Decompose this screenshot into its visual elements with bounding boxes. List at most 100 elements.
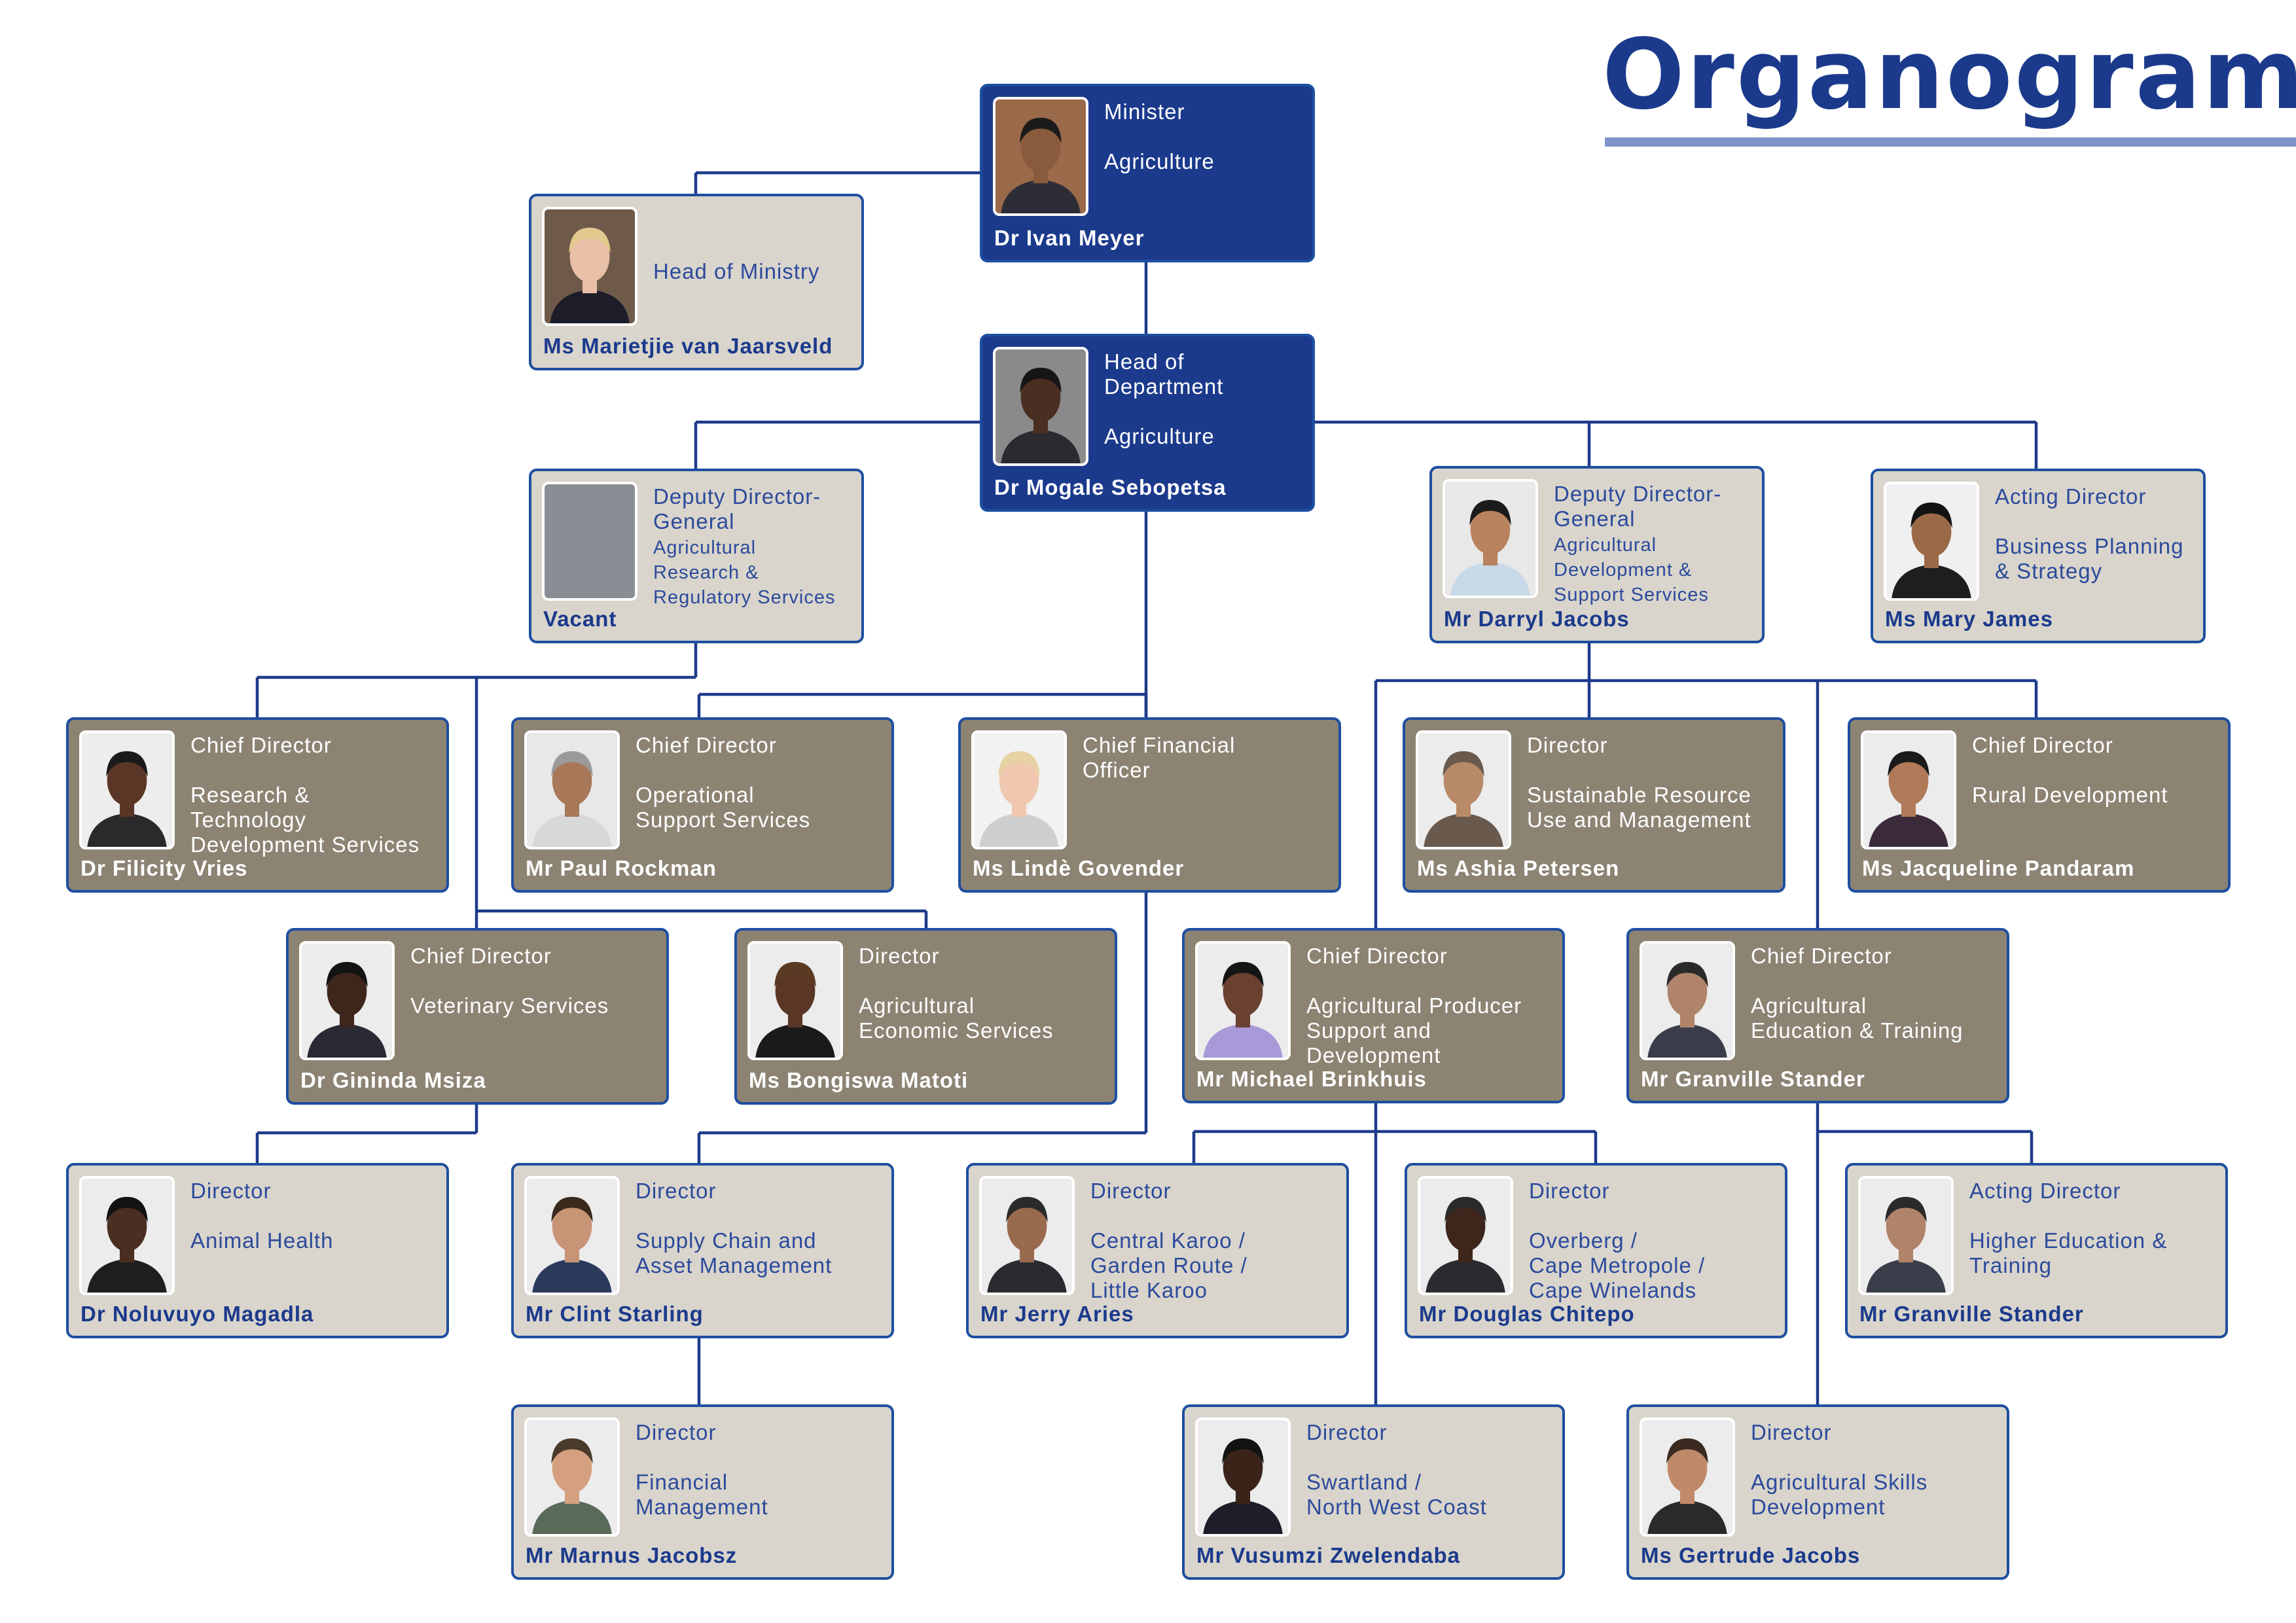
org-card-dir-central-karoo: Director Central Karoo / Garden Route / … xyxy=(966,1163,1349,1338)
role-main: Chief Director Agricultural Education & … xyxy=(1751,944,1964,1043)
org-card-cd-research-tech: Chief Director Research & Technology Dev… xyxy=(66,717,449,893)
person-name: Dr Filicity Vries xyxy=(81,856,248,880)
role-main: Head of Ministry xyxy=(653,259,820,283)
org-card-dir-skills: Director Agricultural Skills Development… xyxy=(1626,1404,2009,1580)
role-subtitle: Agricultural Development & Support Servi… xyxy=(1554,535,1709,605)
title-underline xyxy=(1605,137,2296,147)
org-card-dir-sustainable: Director Sustainable Resource Use and Ma… xyxy=(1403,717,1785,893)
person-photo xyxy=(542,207,637,326)
role-main: Director Agricultural Skills Development xyxy=(1751,1420,1928,1519)
org-card-cd-veterinary: Chief Director Veterinary Services Dr Gin… xyxy=(286,928,669,1105)
role-title: Director Overberg / Cape Metropole / Cap… xyxy=(1529,1179,1774,1303)
role-main: Deputy Director- General xyxy=(653,484,821,533)
org-card-cd-operational: Chief Director Operational Support Servi… xyxy=(511,717,894,893)
person-name: Ms Lindè Govender xyxy=(973,856,1185,880)
person-name: Mr Vusumzi Zwelendaba xyxy=(1196,1543,1461,1567)
person-photo xyxy=(993,347,1088,466)
role-title: Chief Director Operational Support Servi… xyxy=(636,733,881,832)
org-card-cd-rural: Chief Director Rural Development Ms Jacqu… xyxy=(1848,717,2231,893)
role-main: Acting Director Higher Education & Train… xyxy=(1969,1179,2168,1277)
person-name: Ms Gertrude Jacobs xyxy=(1641,1543,1861,1567)
person-name: Mr Granville Stander xyxy=(1641,1067,1865,1091)
person-photo xyxy=(79,730,175,849)
role-title: Chief Financial Officer xyxy=(1083,733,1328,783)
person-name: Ms Bongiswa Matoti xyxy=(749,1068,969,1092)
role-main: Director Central Karoo / Garden Route / … xyxy=(1090,1179,1247,1302)
role-title: Minister Agriculture xyxy=(1104,99,1302,174)
person-name: Mr Jerry Aries xyxy=(980,1302,1134,1326)
person-photo xyxy=(299,941,395,1060)
page-title: Organogram xyxy=(1602,18,2296,131)
role-main: Chief Director Research & Technology Dev… xyxy=(190,733,420,857)
role-main: Minister Agriculture xyxy=(1104,99,1215,173)
person-photo xyxy=(1195,1418,1291,1537)
person-photo xyxy=(1640,1418,1735,1537)
person-photo xyxy=(1640,941,1735,1060)
person-name: Mr Marnus Jacobsz xyxy=(526,1543,738,1567)
person-photo xyxy=(971,730,1067,849)
role-title: Chief Director Rural Development xyxy=(1972,733,2217,808)
role-subtitle: Agricultural Research & Regulatory Servi… xyxy=(653,537,836,608)
person-photo xyxy=(1861,730,1956,849)
role-title: Director Sustainable Resource Use and Ma… xyxy=(1527,733,1772,832)
role-main: Director Sustainable Resource Use and Ma… xyxy=(1527,733,1751,832)
role-title: Director Animal Health xyxy=(190,1179,436,1253)
person-name: Mr Michael Brinkhuis xyxy=(1196,1067,1427,1091)
person-name: Mr Darryl Jacobs xyxy=(1444,607,1630,631)
role-main: Chief Director Agricultural Producer Sup… xyxy=(1306,944,1522,1067)
person-name: Dr Gininda Msiza xyxy=(300,1068,486,1092)
role-main: Chief Director Operational Support Servi… xyxy=(636,733,811,832)
person-photo xyxy=(79,1176,175,1295)
role-main: Director Overberg / Cape Metropole / Cap… xyxy=(1529,1179,1706,1302)
role-main: Deputy Director- General xyxy=(1554,482,1722,531)
org-card-dir-overberg: Director Overberg / Cape Metropole / Cap… xyxy=(1405,1163,1787,1338)
org-card-dir-swartland: Director Swartland / North West Coast Mr … xyxy=(1182,1404,1565,1580)
org-card-cfo: Chief Financial Officer Ms Lindè Govender xyxy=(958,717,1341,893)
person-name: Ms Mary James xyxy=(1885,607,2053,631)
org-card-acting-director-bps: Acting Director Business Planning & Stra… xyxy=(1871,469,2206,643)
person-photo xyxy=(747,941,843,1060)
org-card-cd-education: Chief Director Agricultural Education & … xyxy=(1626,928,2009,1103)
person-photo xyxy=(1416,730,1511,849)
person-photo xyxy=(979,1176,1075,1295)
person-photo xyxy=(1418,1176,1513,1295)
role-title: Head of Department Agriculture xyxy=(1104,349,1302,449)
org-card-head-of-ministry: Head of Ministry Ms Marietjie van Jaarsve… xyxy=(529,194,864,370)
role-main: Director Supply Chain and Asset Manageme… xyxy=(636,1179,833,1277)
person-photo xyxy=(524,1418,620,1537)
person-photo xyxy=(524,730,620,849)
person-name: Mr Paul Rockman xyxy=(526,856,717,880)
role-title: Acting Director Business Planning & Stra… xyxy=(1995,484,2193,584)
person-name: Vacant xyxy=(543,607,617,631)
role-main: Head of Department Agriculture xyxy=(1104,349,1224,448)
role-main: Director Financial Management xyxy=(636,1420,768,1519)
person-name: Ms Jacqueline Pandaram xyxy=(1862,856,2135,880)
vacant-photo-placeholder xyxy=(542,482,637,601)
org-card-dir-financial: Director Financial Management Mr Marnus J… xyxy=(511,1404,894,1580)
role-title: Chief Director Research & Technology Dev… xyxy=(190,733,436,857)
person-name: Mr Clint Starling xyxy=(526,1302,704,1326)
role-title: Chief Director Veterinary Services xyxy=(410,944,656,1018)
person-photo xyxy=(993,97,1088,216)
role-main: Chief Financial Officer xyxy=(1083,733,1236,782)
org-card-dir-supply-chain: Director Supply Chain and Asset Manageme… xyxy=(511,1163,894,1338)
role-main: Director Swartland / North West Coast xyxy=(1306,1420,1487,1519)
person-photo xyxy=(1195,941,1291,1060)
role-title: Chief Director Agricultural Producer Sup… xyxy=(1306,944,1552,1068)
person-name: Ms Ashia Petersen xyxy=(1417,856,1620,880)
person-name: Ms Marietjie van Jaarsveld xyxy=(543,334,833,358)
role-title: Director Swartland / North West Coast xyxy=(1306,1420,1552,1520)
person-name: Mr Granville Stander xyxy=(1859,1302,2084,1326)
person-photo xyxy=(1884,482,1979,601)
role-main: Chief Director Veterinary Services xyxy=(410,944,609,1018)
role-title: Head of Ministry xyxy=(653,209,851,284)
role-main: Chief Director Rural Development xyxy=(1972,733,2168,807)
